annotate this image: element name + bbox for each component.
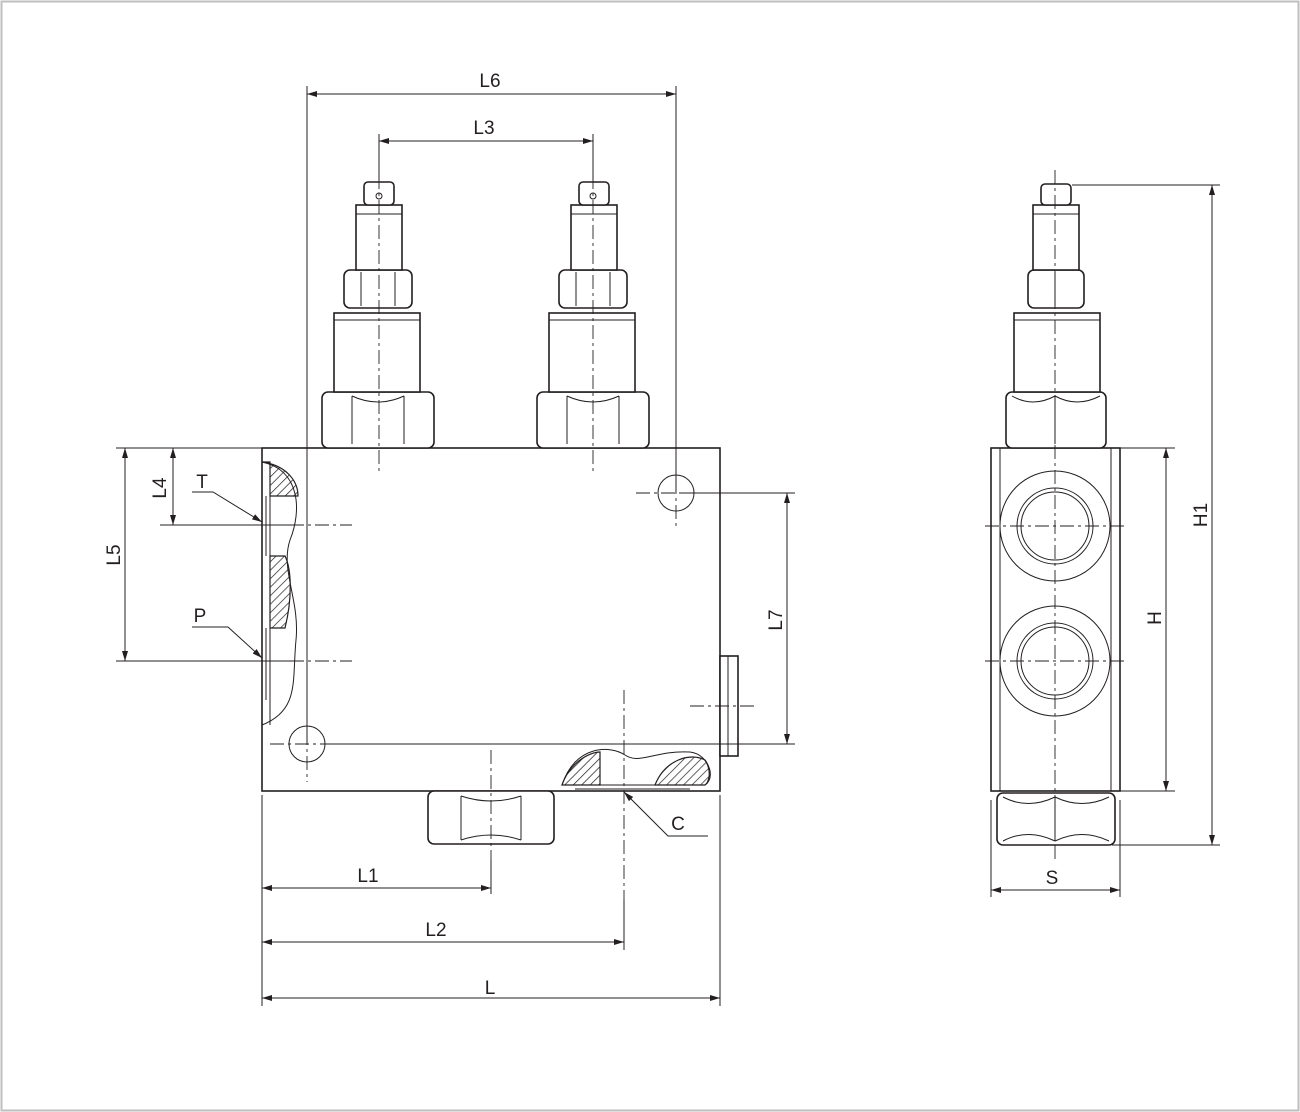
- left-section-cutaway: [261, 461, 300, 726]
- side-body: [990, 447, 1121, 792]
- dim-label-H: H: [1145, 611, 1166, 625]
- dim-label-S: S: [1046, 868, 1059, 889]
- front-dimension-lines: [122, 91, 790, 1001]
- dim-label-L: L: [485, 978, 496, 999]
- side-extension-lines: [990, 184, 1220, 897]
- dim-label-L7: L7: [766, 609, 787, 630]
- port-label-C: C: [671, 814, 685, 835]
- side-cartridge: [1005, 183, 1107, 449]
- side-view: H1 H S: [985, 170, 1220, 897]
- bottom-section-cutaway: [561, 749, 711, 790]
- front-extension-lines: [116, 86, 795, 1006]
- side-bottom-nut: [996, 792, 1116, 846]
- dim-label-L3: L3: [473, 118, 494, 139]
- dim-label-L6: L6: [479, 71, 500, 92]
- side-centerlines: [985, 170, 1125, 860]
- port-label-T: T: [196, 472, 208, 493]
- dim-label-L5: L5: [104, 544, 125, 565]
- relief-cartridge-left: [321, 181, 435, 449]
- valve-body: [261, 447, 721, 792]
- dim-label-L4: L4: [150, 477, 171, 499]
- front-view: L6 L3 L4 L5 L7 T P C L1 L2 L: [104, 71, 795, 1006]
- dim-label-H1: H1: [1191, 503, 1212, 527]
- side-dimension-lines: [991, 185, 1215, 893]
- dim-label-L1: L1: [357, 866, 378, 887]
- port-label-P: P: [194, 606, 207, 627]
- front-leaders: [192, 491, 708, 837]
- dim-label-L2: L2: [425, 920, 446, 941]
